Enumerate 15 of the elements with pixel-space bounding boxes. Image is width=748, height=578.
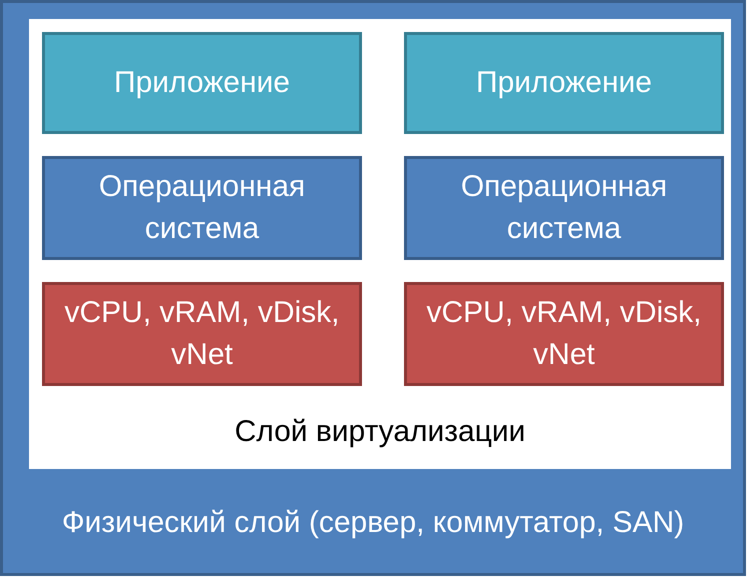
- virtual-hardware-box: [404, 282, 724, 386]
- virtual-hardware-box: [42, 282, 362, 386]
- layer-label: Физический слой (сервер, коммутатор, SAN): [60, 505, 686, 542]
- application-box: [404, 32, 724, 134]
- application-box: [42, 32, 362, 134]
- operating-system-box: [42, 156, 362, 260]
- box-label: vCPU, vRAM, vDisk, vNet: [63, 295, 340, 373]
- box-label: vCPU, vRAM, vDisk, vNet: [425, 295, 702, 373]
- layer-label: Слой виртуализации: [234, 414, 526, 450]
- virtualization-layer-panel: [29, 19, 731, 469]
- box-label: Приложение: [113, 65, 291, 101]
- box-label: Операционная система: [98, 169, 306, 247]
- operating-system-box: [404, 156, 724, 260]
- box-label: Приложение: [475, 65, 653, 101]
- box-label: Операционная система: [460, 169, 668, 247]
